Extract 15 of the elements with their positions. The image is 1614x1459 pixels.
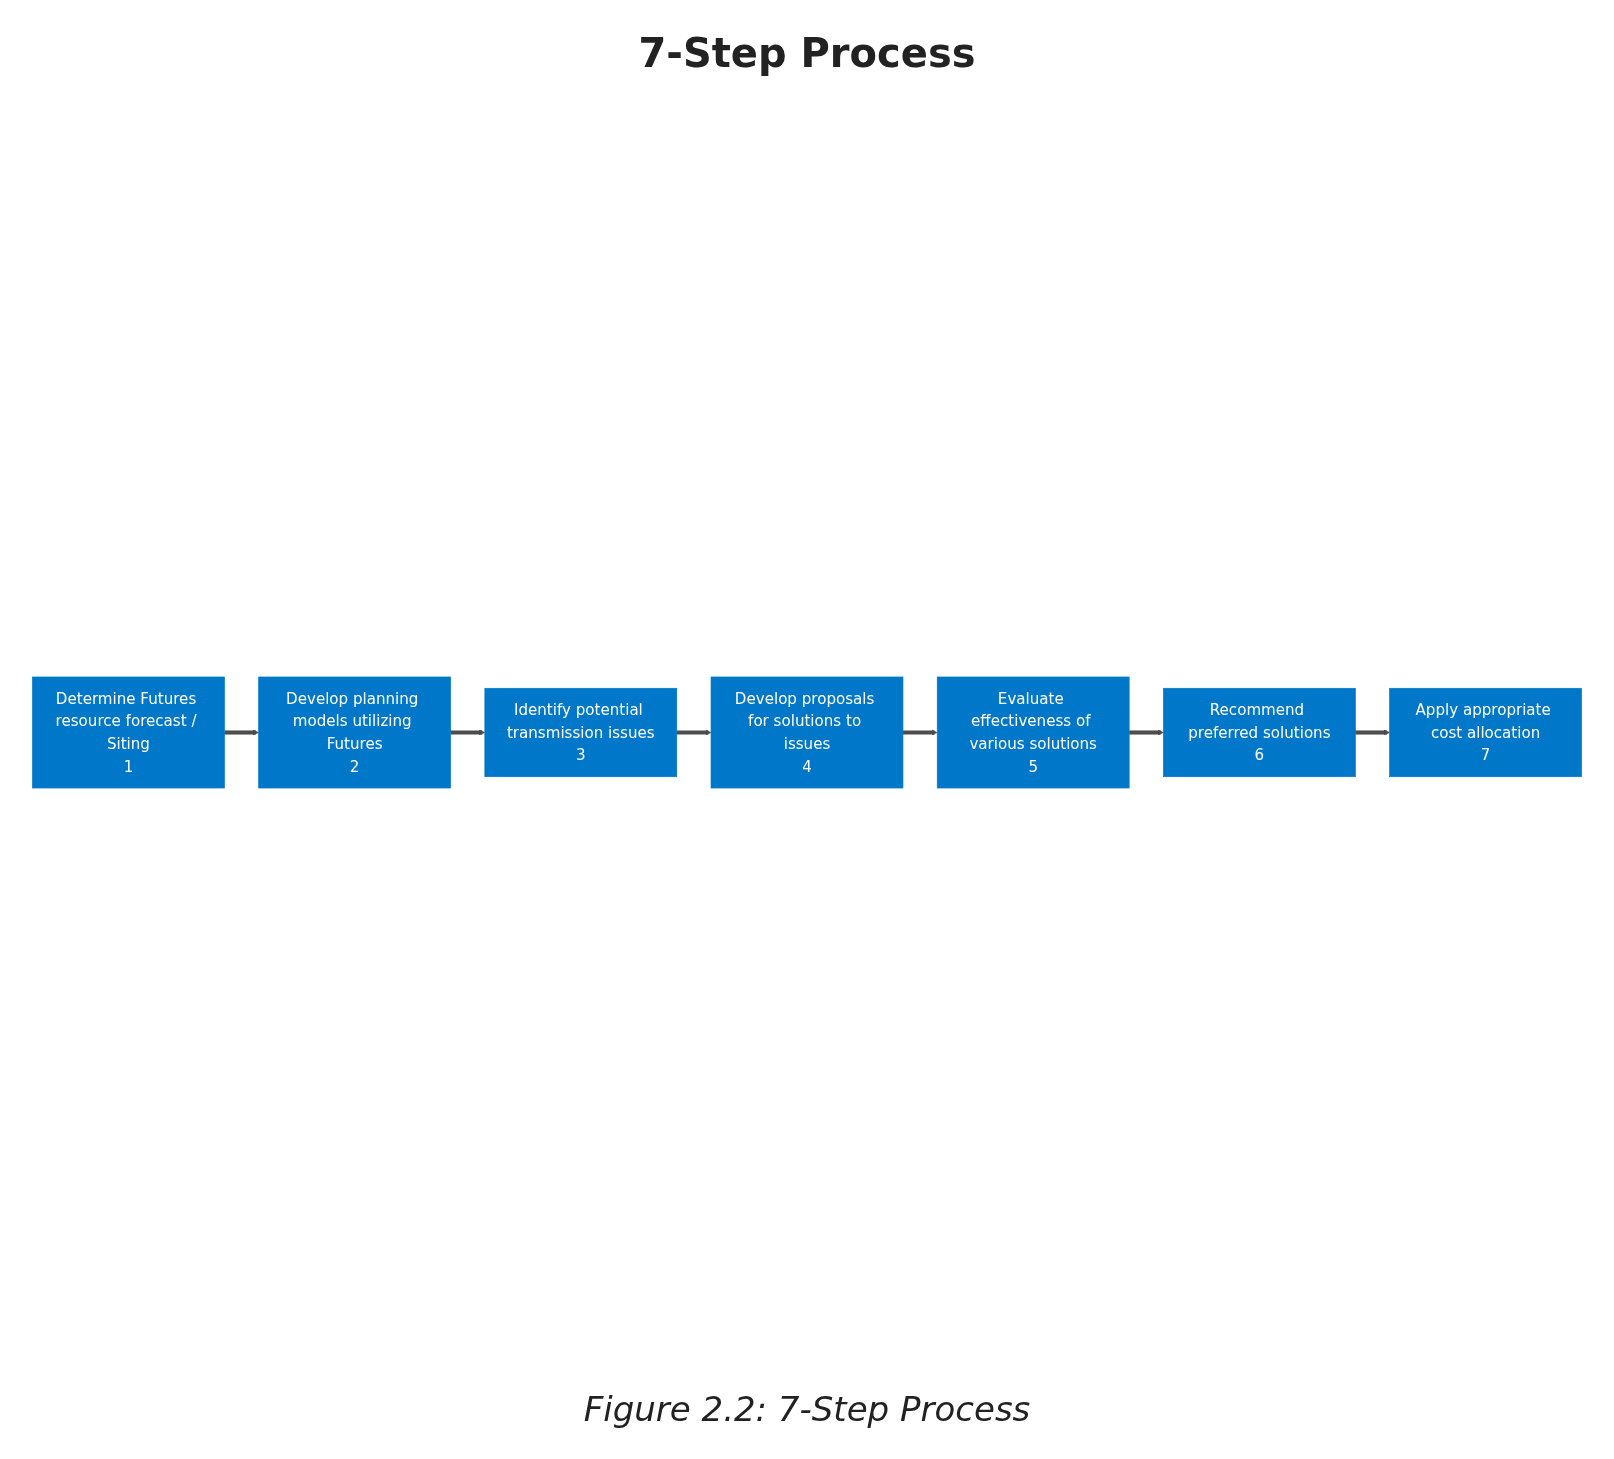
arrow [902, 729, 938, 736]
arrow [676, 729, 712, 736]
arrow [224, 729, 259, 736]
diagram-title: 7-Step Process [638, 30, 976, 76]
arrow [1129, 729, 1164, 736]
node-box: Develop proposals for solutions to issues 4 [710, 676, 904, 789]
node-box: Recommend preferred solutions 6 [1163, 687, 1356, 778]
node-box: Develop planning models utilizing Futures 2 [258, 676, 451, 789]
node-box: Determine Futures resource forecast / Siting 1 [32, 676, 225, 789]
node-box: Apply appropriate cost allocation 7 [1389, 687, 1582, 778]
figure-caption: Figure 2.2: 7-Step Process [583, 1389, 1031, 1429]
arrow [450, 729, 486, 736]
arrow [1355, 729, 1390, 736]
node-box: Identify potential transmission issues 3 [484, 687, 678, 778]
node-box: Evaluate effectiveness of various solutions 5 [936, 676, 1130, 789]
